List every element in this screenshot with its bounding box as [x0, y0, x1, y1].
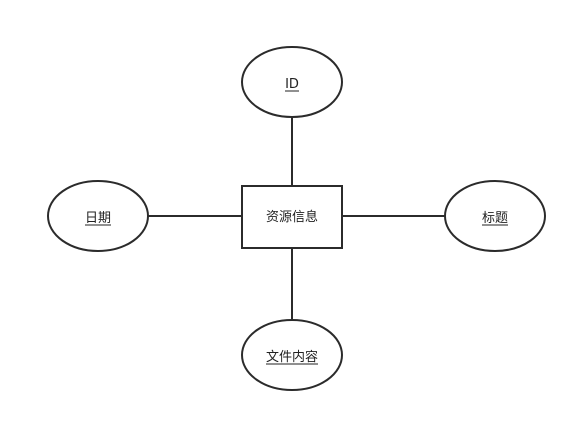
attribute-date-label: 日期	[85, 211, 111, 226]
attribute-title[interactable]: 标题	[444, 180, 546, 252]
attribute-file-content-label: 文件内容	[266, 349, 318, 365]
attribute-file-content[interactable]: 文件内容	[241, 319, 343, 391]
attribute-file-content-ellipse	[241, 319, 343, 391]
attribute-id[interactable]: ID	[241, 46, 343, 118]
attribute-date[interactable]: 日期	[47, 180, 149, 252]
attribute-date-ellipse	[47, 180, 149, 252]
attribute-id-ellipse	[241, 46, 343, 118]
entity-box	[241, 185, 343, 249]
attribute-id-label: ID	[285, 77, 299, 92]
attribute-title-label: 标题	[482, 211, 508, 226]
entity-resource-info[interactable]: 资源信息	[241, 185, 343, 249]
attribute-title-ellipse	[444, 180, 546, 252]
entity-label: 资源信息	[266, 209, 318, 225]
